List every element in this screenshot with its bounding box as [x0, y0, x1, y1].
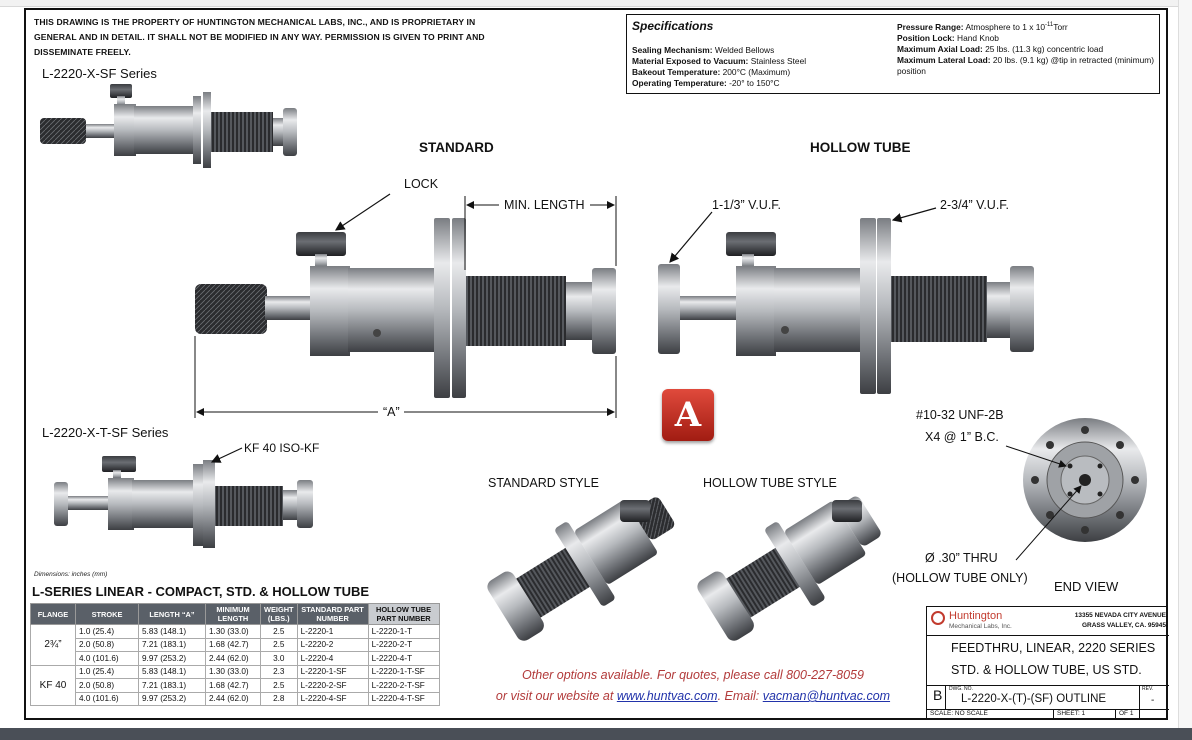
spec-row: Maximum Axial Load: 25 lbs. (11.3 kg) co…	[897, 43, 1104, 54]
column-header: WEIGHT (lbs.)	[260, 603, 298, 625]
specifications-title: Specifications	[632, 19, 714, 33]
drawing-title-1: FEEDTHRU, LINEAR, 2220 SERIES	[951, 641, 1156, 655]
spec-row: Maximum Lateral Load: 20 lbs. (9.1 kg) @…	[897, 54, 1155, 76]
hollow-feedthru-drawing	[658, 207, 1034, 394]
column-header: STROKE	[75, 603, 139, 625]
spec-row: Pressure Range: Atmosphere to 1 x 10-11T…	[897, 21, 1068, 32]
thru-hole-label: Ø .30” THRU	[925, 551, 998, 565]
window-top-strip	[0, 0, 1192, 7]
property-notice: THIS DRAWING IS THE PROPERTY OF HUNTINGT…	[34, 17, 485, 57]
scrollbar[interactable]	[1178, 0, 1192, 728]
sheet: SHEET: 1	[1057, 710, 1086, 717]
website-link[interactable]: www.huntvac.com	[616, 689, 718, 703]
bottom-bar	[0, 728, 1192, 740]
hollow-only-label: (HOLLOW TUBE ONLY)	[892, 571, 1028, 585]
hollow-style-label: HOLLOW TUBE STYLE	[703, 476, 837, 490]
website-line: or visit our website at www.huntvac.com.…	[495, 689, 891, 703]
rev-label: REV.	[1142, 686, 1154, 692]
title-block: Huntington Mechanical Labs, Inc. 13355 N…	[926, 606, 1169, 719]
scale: SCALE: NO SCALE	[930, 710, 988, 717]
flange-cell: KF 40	[30, 664, 76, 706]
parts-table: FLANGE STROKE LENGTH “A” MINIMUM LENGTH …	[30, 603, 440, 706]
drawing-size: B	[933, 687, 943, 703]
column-header: STANDARD PART NUMBER	[296, 603, 369, 625]
standard-feedthru-drawing	[194, 193, 617, 418]
table-header-row: FLANGE STROKE LENGTH “A” MINIMUM LENGTH …	[30, 603, 440, 625]
column-header: FLANGE	[30, 603, 76, 625]
hollow-style-render	[697, 496, 881, 641]
address-line-2: GRASS VALLEY, CA. 95945	[1081, 622, 1166, 629]
spec-row: Position Lock: Hand Knob	[897, 32, 999, 43]
kf-label: KF 40 ISO-KF	[244, 441, 320, 455]
small-feedthru-bottom	[54, 447, 313, 548]
lock-label: LOCK	[404, 177, 439, 191]
column-header: MINIMUM LENGTH	[205, 603, 261, 625]
table-row: KF 40 1.0 (25.4)5.83 (148.1)1.30 (33.0)2…	[30, 664, 440, 706]
pdf-icon[interactable]: A	[662, 389, 714, 441]
company-subname: Mechanical Labs, Inc.	[949, 623, 1012, 630]
min-length-label: MIN. LENGTH	[501, 198, 588, 212]
specs-right-column: Pressure Range: Atmosphere to 1 x 10-11T…	[897, 20, 1157, 77]
flange-cell: 2¾”	[30, 624, 76, 666]
address-line-1: 13355 NEVADA CITY AVENUE	[1074, 612, 1166, 619]
end-view-label: END VIEW	[1054, 579, 1119, 594]
email-link[interactable]: vacman@huntvac.com	[762, 689, 891, 703]
drawing-number: L-2220-X-(T)-(SF) OUTLINE	[961, 693, 1107, 705]
spec-row: Bakeout Temperature: 200°C (Maximum)	[632, 67, 791, 77]
table-row: 2¾” 1.0 (25.4)5.83 (148.1)1.30 (33.0)2.5…	[30, 624, 440, 666]
series-label-bottom: L-2220-X-T-SF Series	[42, 425, 169, 440]
table-title: L-SERIES LINEAR - COMPACT, STD. & HOLLOW…	[32, 584, 370, 599]
options-line: Other options available. For quotes, ple…	[522, 668, 864, 682]
sheet-of: OF 1	[1119, 710, 1134, 717]
specs-left-column: Sealing Mechanism: Welded Bellows Materi…	[632, 45, 806, 89]
hollow-tube-heading: HOLLOW TUBE	[810, 140, 911, 155]
revision: -	[1151, 695, 1155, 706]
end-view-drawing	[1005, 418, 1147, 561]
thread-label: #10-32 UNF-2B	[916, 408, 1004, 422]
dimensions-note: Dimensions: inches (mm)	[34, 571, 108, 578]
column-header: HOLLOW TUBE PART NUMBER	[367, 603, 440, 625]
thread-pattern-label: X4 @ 1” B.C.	[925, 430, 999, 444]
dimension-a-label: “A”	[380, 405, 403, 419]
drawing-title-2: STD. & HOLLOW TUBE, US STD.	[951, 663, 1142, 677]
dwg-no-label: DWG. NO.	[949, 686, 973, 692]
specifications-box: Specifications Sealing Mechanism: Welded…	[626, 14, 1160, 94]
company-name: Huntington	[949, 610, 1003, 622]
vuf-small-label: 1-1/3” V.U.F.	[712, 198, 782, 212]
small-feedthru-top	[40, 84, 297, 168]
standard-style-render	[487, 497, 675, 641]
standard-heading: STANDARD	[419, 140, 494, 155]
standard-style-label: STANDARD STYLE	[488, 476, 599, 490]
company-logo-icon	[931, 611, 945, 625]
contact-info: Other options available. For quotes, ple…	[488, 665, 898, 707]
spec-row: Sealing Mechanism: Welded Bellows	[632, 45, 775, 55]
series-label-top: L-2220-X-SF Series	[42, 66, 157, 81]
spec-row: Operating Temperature: -20° to 150°C	[632, 78, 780, 88]
vuf-large-label: 2-3/4” V.U.F.	[940, 198, 1010, 212]
spec-row: Material Exposed to Vacuum: Stainless St…	[632, 56, 807, 66]
column-header: LENGTH “A”	[138, 603, 206, 625]
